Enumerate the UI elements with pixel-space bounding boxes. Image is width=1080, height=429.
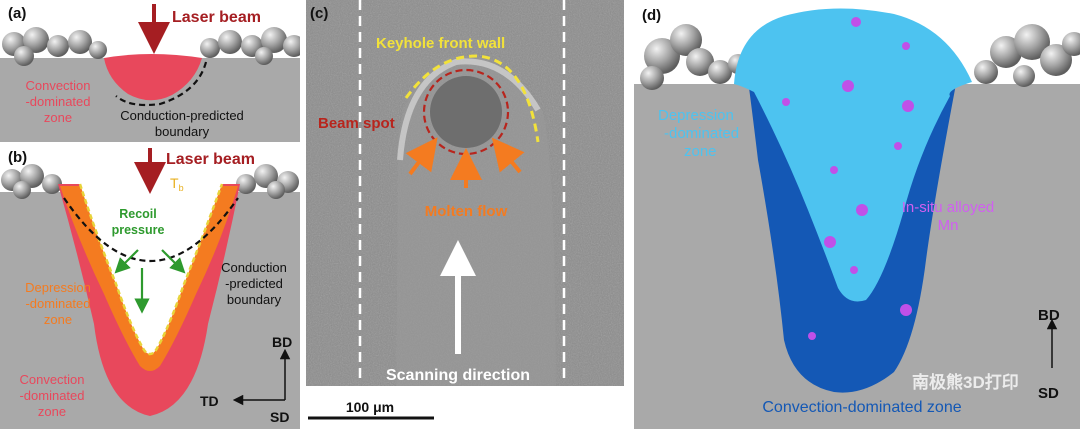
depression-label-2: -dominated <box>664 125 739 142</box>
watermark-label: 南极熊3D打印 <box>912 372 1019 392</box>
conduction-label-3: boundary <box>227 292 282 307</box>
panel-a: (a) Laser beam Convection -dominated zon… <box>0 0 300 142</box>
recoil-label-1: Recoil <box>119 207 157 221</box>
keyhole-cavity <box>430 76 502 148</box>
scale-bar-strip <box>306 386 624 429</box>
convection-label: Convection-dominated zone <box>762 399 961 416</box>
conduction-label-2: boundary <box>155 124 210 139</box>
convection-label-2: -dominated <box>25 94 90 109</box>
recoil-label-2: pressure <box>112 223 165 237</box>
axis-bd-label: BD <box>272 334 292 350</box>
axis-sd-label: SD <box>270 409 289 425</box>
powder-particles <box>1 164 299 199</box>
panel-c-label: (c) <box>310 5 328 22</box>
depression-label-1: Depression <box>25 280 91 295</box>
laser-beam-label: Laser beam <box>166 151 255 168</box>
beam-spot-circle <box>422 68 510 156</box>
depression-label-3: zone <box>684 143 717 160</box>
convection-label-3: zone <box>44 110 72 125</box>
panel-b-label: (b) <box>8 149 27 166</box>
panel-c: (c) Keyhole front wall Beam spot Molten … <box>306 0 624 429</box>
panel-d: (d) Depression -dominated zone In-situ a… <box>634 0 1080 429</box>
mn-particles <box>782 17 914 340</box>
scanning-direction-label: Scanning direction <box>386 367 530 384</box>
panel-d-label: (d) <box>642 7 661 24</box>
keyhole-cavity <box>80 184 222 354</box>
convection-label-1: Convection <box>19 372 84 387</box>
keyhole-front-wall-label: Keyhole front wall <box>376 35 505 52</box>
depression-label-2: -dominated <box>25 296 90 311</box>
tb-label: Tb <box>170 175 184 193</box>
molten-flow-arrows <box>405 137 525 188</box>
conduction-boundary-line <box>115 61 208 107</box>
conduction-label-1: Conduction-predicted <box>120 108 244 123</box>
insitu-label-2: Mn <box>938 217 959 234</box>
convection-label-1: Convection <box>25 78 90 93</box>
axis-td-label: TD <box>200 393 219 409</box>
track-rim <box>397 58 541 161</box>
panel-a-label: (a) <box>8 5 26 22</box>
axis-bd-label: BD <box>1038 307 1060 324</box>
beam-spot-label: Beam spot <box>318 115 395 132</box>
scale-bar-label: 100 μm <box>346 399 394 415</box>
convection-label-2: -dominated <box>19 388 84 403</box>
conduction-boundary-line <box>63 197 239 262</box>
insitu-label-1: In-situ alloyed <box>902 199 995 216</box>
recoil-arrows <box>114 249 186 314</box>
conduction-label-2: -predicted <box>225 276 283 291</box>
powder-particles <box>2 27 300 66</box>
convection-label-3: zone <box>38 404 66 419</box>
axis-sd-label: SD <box>1038 385 1059 402</box>
depression-label-3: zone <box>44 312 72 327</box>
depression-dominated-zone <box>734 8 972 302</box>
panel-b: (b) Laser beam Tb Recoil pressure Depres… <box>0 144 300 429</box>
molten-flow-label: Molten flow <box>425 203 508 220</box>
convection-melt-pool <box>104 54 202 101</box>
tb-isotherm-line <box>78 183 224 356</box>
depression-label-1: Depression <box>658 107 734 124</box>
conduction-label-1: Conduction <box>221 260 287 275</box>
orientation-axes <box>232 348 291 406</box>
keyhole-front-wall-line <box>404 54 540 143</box>
laser-beam-label: Laser beam <box>172 9 261 26</box>
